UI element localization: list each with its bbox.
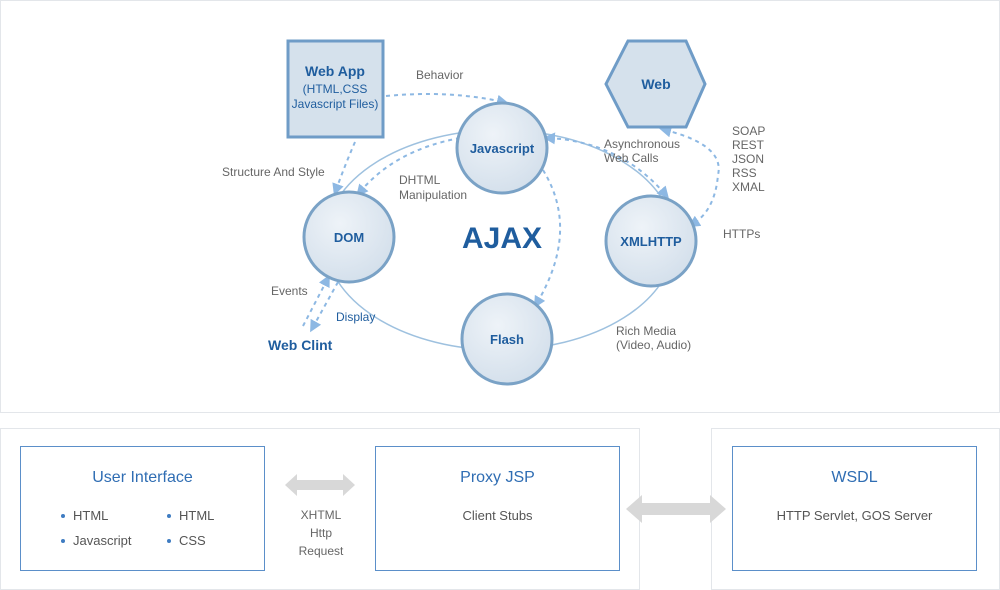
dom-node [302, 190, 396, 284]
async-connector [543, 132, 669, 199]
ui-item-html-1: HTML [61, 508, 108, 523]
ui-item-javascript: Javascript [61, 533, 132, 548]
format-json: JSON [732, 152, 764, 166]
web-hexagon [604, 39, 707, 129]
async-label-1: Asynchronous [604, 137, 680, 151]
https-label: HTTPs [723, 227, 760, 241]
events-connector [302, 274, 330, 327]
ui-proxy-double-arrow [285, 474, 355, 496]
web-app-line2: Javascript Files) [292, 97, 379, 111]
events-label: Events [271, 284, 308, 298]
user-interface-box: User Interface HTML HTML Javascript CSS [20, 446, 265, 571]
behavior-connector [385, 93, 509, 107]
proxy-jsp-text: Client Stubs [462, 508, 533, 523]
wsdl-text: HTTP Servlet, GOS Server [776, 508, 933, 523]
structure-connector [332, 141, 356, 196]
rich-media-label-2: (Video, Audio) [616, 338, 691, 352]
ui-item-html-2: HTML [167, 508, 214, 523]
proxy-wsdl-double-arrow [626, 495, 726, 523]
ajax-title: AJAX [462, 222, 542, 255]
display-label: Display [336, 310, 375, 324]
rich-media-label-1: Rich Media [616, 324, 676, 338]
flash-connector [533, 169, 562, 309]
wsdl-title: WSDL [831, 469, 878, 486]
format-rest: REST [732, 138, 765, 152]
javascript-node [455, 101, 549, 195]
proxy-jsp-title: Proxy JSP [460, 469, 535, 486]
flash-label: Flash [490, 332, 524, 347]
web-app-line1: (HTML,CSS [303, 82, 368, 96]
user-interface-title: User Interface [92, 469, 193, 486]
xmlhttp-label: XMLHTTP [620, 234, 682, 249]
wsdl-box: WSDL HTTP Servlet, GOS Server [732, 446, 977, 571]
dhtml-connector [356, 137, 461, 197]
dhtml-label-1: DHTML [399, 173, 441, 187]
format-rss: RSS [732, 166, 757, 180]
web-label: Web [641, 76, 670, 92]
async-label-2: Web Calls [604, 151, 658, 165]
web-client-label: Web Clint [268, 337, 333, 353]
dom-label: DOM [334, 230, 364, 245]
web-app-box [286, 39, 385, 139]
structure-label: Structure And Style [222, 165, 325, 179]
xhtml-http-request-label: XHTML Http Request [298, 508, 344, 558]
display-connector [310, 281, 339, 333]
xmlhttp-node [604, 194, 698, 288]
format-xmal: XMAL [732, 180, 765, 194]
ui-item-css: CSS [167, 533, 206, 548]
dhtml-label-2: Manipulation [399, 188, 467, 202]
format-soap: SOAP [732, 124, 765, 138]
javascript-label: Javascript [470, 141, 535, 156]
flash-node [460, 292, 554, 386]
web-app-title: Web App [305, 63, 365, 79]
proxy-jsp-box: Proxy JSP Client Stubs [375, 446, 620, 571]
behavior-label: Behavior [416, 68, 463, 82]
